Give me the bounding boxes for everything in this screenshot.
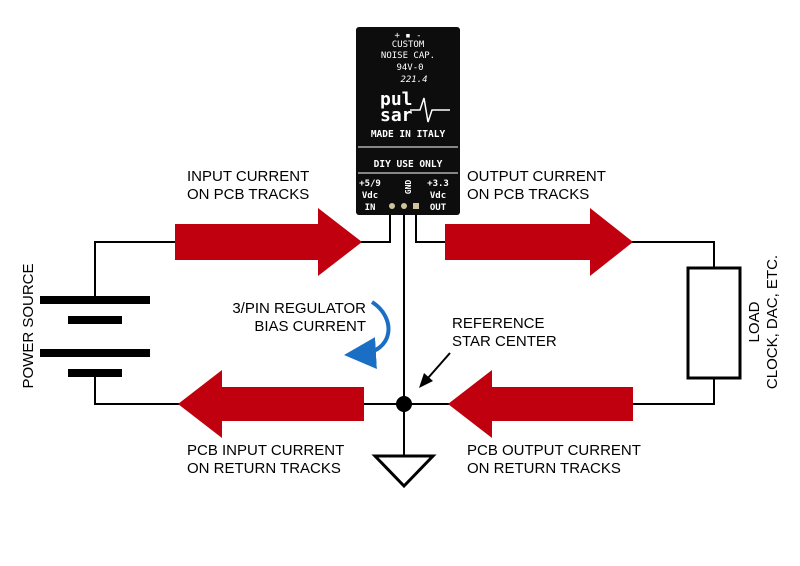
bias-current-arrow (344, 300, 391, 370)
module-out-label: OUT (430, 203, 447, 213)
power-source-label: POWER SOURCE (20, 263, 37, 388)
module-top-marks: + ▪ - (394, 31, 421, 41)
module-code: 221.4 (400, 75, 427, 85)
module-line2: NOISE CAP. (381, 51, 435, 61)
pcb-input-return-arrow (178, 370, 364, 438)
ground-symbol (371, 454, 437, 489)
module-diy: DIY USE ONLY (374, 159, 443, 170)
module-out-vdc: Vdc (430, 191, 446, 201)
pin-gnd (401, 203, 407, 209)
reference-pointer (419, 352, 451, 388)
module-gnd: GND (404, 180, 413, 195)
module-line1: CUSTOM (392, 40, 425, 50)
regulator-module: + ▪ - CUSTOM NOISE CAP. 94V-0 221.4 pul … (356, 27, 460, 215)
pin-out (413, 203, 419, 209)
module-logo-top: pul (380, 89, 413, 110)
module-made: MADE IN ITALY (371, 129, 446, 140)
heartbeat-icon (410, 97, 450, 123)
pcb-output-return-arrow (448, 370, 633, 438)
current-arrows (175, 208, 633, 438)
output-current-arrow (445, 208, 633, 276)
battery-symbol (40, 296, 150, 377)
input-current-arrow (175, 208, 362, 276)
module-cert: 94V-0 (396, 63, 423, 73)
module-out-volts: +3.3 (427, 179, 449, 189)
load-label: LOADCLOCK, DAC, ETC. (746, 255, 781, 389)
module-in-volts: +5/9 (359, 179, 381, 189)
module-in-label: IN (365, 203, 376, 213)
star-center-node (396, 396, 412, 412)
module-logo-bottom: sar (380, 105, 413, 126)
module-in-vdc: Vdc (362, 191, 378, 201)
load-resistor (686, 266, 742, 380)
pin-in (389, 203, 395, 209)
